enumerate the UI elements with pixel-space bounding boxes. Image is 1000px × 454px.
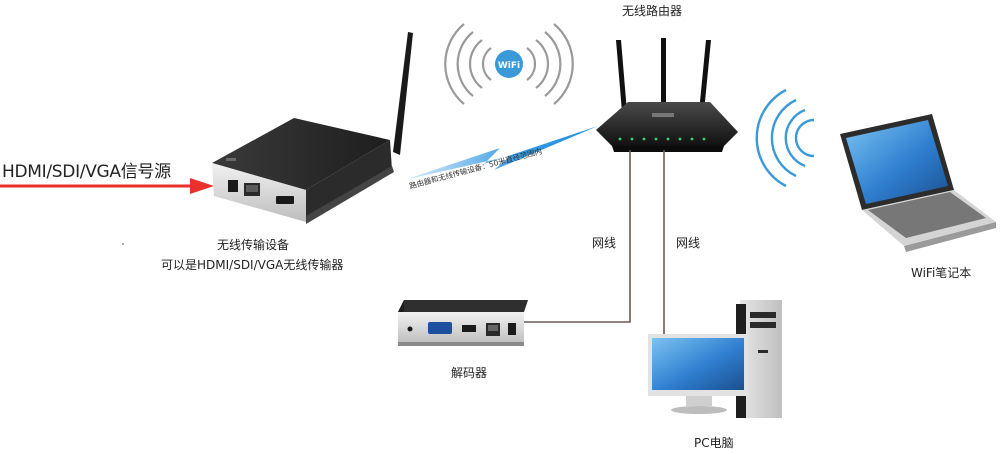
network-cable (524, 150, 665, 334)
transmitter-sublabel: 可以是HDMI/SDI/VGA无线传输器 (161, 258, 344, 272)
stray-dot (122, 243, 124, 245)
wifi-badge-label: WiFi (498, 61, 520, 71)
cable-label-2: 网线 (676, 236, 701, 250)
cable-label-1: 网线 (592, 236, 617, 250)
desktop-pc-icon (648, 300, 782, 418)
wireless-router-icon (596, 38, 738, 152)
router-label: 无线路由器 (622, 4, 683, 18)
laptop-label: WiFi笔记本 (911, 266, 972, 280)
signal-arrow (0, 178, 214, 194)
transmitter-label: 无线传输设备 (217, 238, 290, 252)
lightning-link-icon (404, 126, 598, 180)
laptop-icon (840, 114, 996, 252)
source-label: HDMI/SDI/VGA信号源 (2, 162, 171, 182)
transmitter-device-icon (212, 32, 413, 224)
laptop-wifi-icon (755, 88, 815, 188)
decoder-label: 解码器 (451, 366, 488, 380)
wifi-signal-icon (444, 23, 574, 105)
wifi-badge (495, 50, 523, 78)
pc-label: PC电脑 (694, 436, 734, 450)
decoder-device-icon (398, 300, 528, 346)
